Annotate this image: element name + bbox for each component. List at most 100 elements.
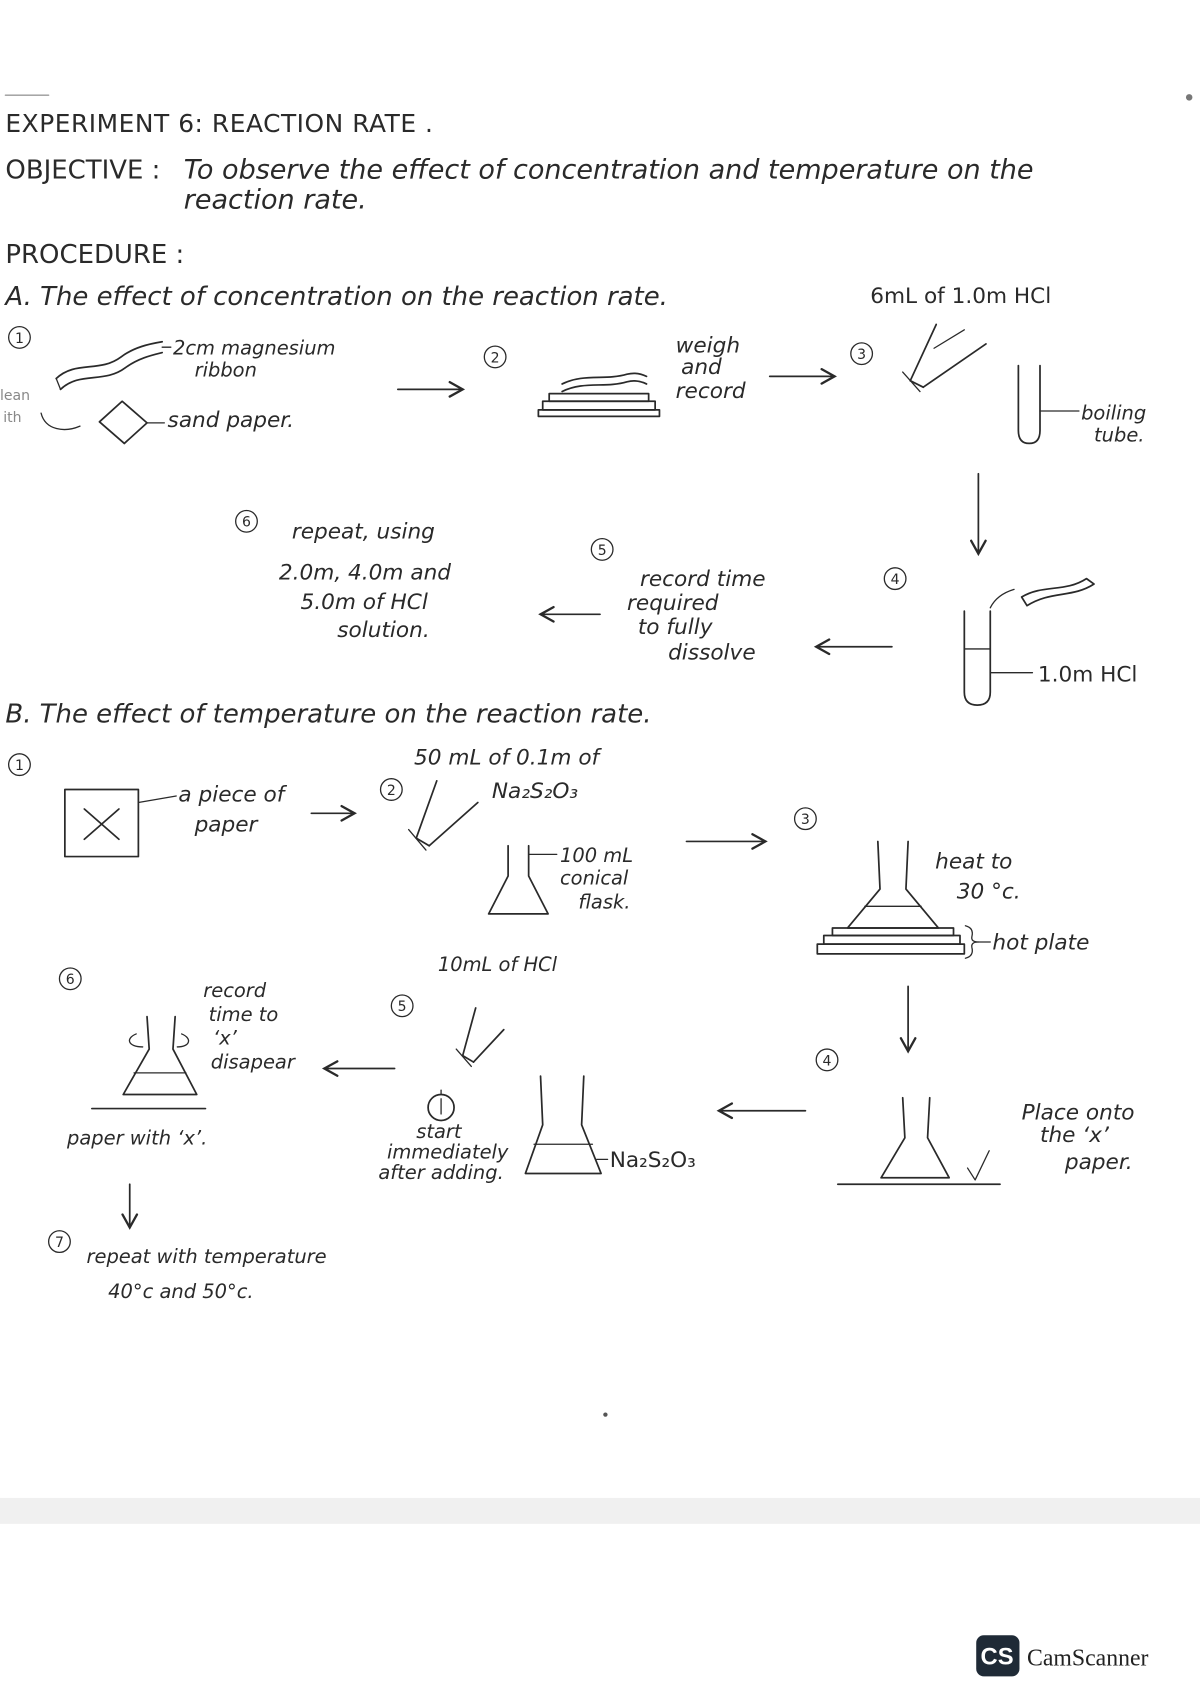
svg-text:1: 1	[15, 331, 24, 347]
step-number: 4	[815, 1048, 839, 1072]
record-label: ‘x’	[213, 1027, 238, 1050]
record-time-label: dissolve	[668, 641, 756, 666]
flask-on-hot-plate-drawing	[816, 840, 991, 959]
conical-flask-drawing	[524, 1075, 609, 1175]
weigh-label: record	[676, 379, 746, 404]
ribbon-label: ribbon	[195, 358, 257, 381]
balance-drawing	[537, 372, 661, 418]
part-b-heading: B. The effect of temperature on the reac…	[5, 699, 651, 729]
svg-text:6: 6	[242, 515, 251, 531]
svg-text:6: 6	[66, 972, 75, 988]
paper-with-x-drawing	[64, 788, 177, 858]
repeat-label: 2.0m, 4.0m and	[279, 561, 451, 586]
step-number: 6	[235, 509, 258, 533]
reagent-label: 6mL of 1.0m HCl	[870, 284, 1051, 309]
stopwatch-icon	[427, 1089, 455, 1122]
record-time-label: to fully	[638, 615, 714, 640]
flask-label: 100 mL	[560, 844, 633, 867]
clean-note: ith	[3, 410, 21, 426]
paper-label: a piece of	[178, 782, 287, 807]
procedure-label: PROCEDURE :	[5, 240, 184, 270]
record-label: time to	[209, 1003, 279, 1026]
record-time-label: required	[627, 591, 719, 616]
part-a-heading: A. The effect of concentration on the re…	[3, 282, 668, 312]
place-label: paper.	[1064, 1150, 1133, 1175]
objective-text-line: reaction rate.	[184, 185, 367, 216]
svg-text:5: 5	[398, 999, 407, 1015]
svg-text:4: 4	[891, 572, 900, 588]
step-number: 3	[850, 342, 874, 366]
record-label: record	[203, 979, 267, 1002]
objective-label: OBJECTIVE :	[5, 155, 160, 185]
place-label: the ‘x’	[1040, 1123, 1110, 1148]
hcl-tube-label: 1.0m HCl	[1038, 662, 1138, 687]
record-label: disapear	[211, 1051, 296, 1074]
camscanner-name: CamScanner	[1027, 1646, 1148, 1672]
flask-on-paper-drawing	[836, 1096, 1001, 1186]
step-number: 1	[8, 325, 31, 349]
step-number: 3	[793, 807, 817, 831]
page-title: EXPERIMENT 6: REACTION RATE .	[5, 109, 433, 138]
repeat-temperature-label: repeat with temperature	[86, 1245, 326, 1268]
step-number: 4	[883, 567, 907, 591]
hot-plate-label: hot plate	[992, 931, 1089, 956]
flask-label: flask.	[578, 890, 630, 913]
svg-text:1: 1	[15, 758, 24, 774]
weigh-label: and	[681, 355, 722, 380]
boiling-tube-label: tube.	[1094, 423, 1144, 446]
test-tube-drawing	[963, 577, 1095, 707]
reagent-label: 50 mL of 0.1m of	[414, 746, 602, 771]
camscanner-logo-text: CS	[981, 1643, 1014, 1670]
record-time-label: record time	[640, 567, 766, 592]
flask-content-label: Na₂S₂O₃	[610, 1148, 696, 1173]
start-label: immediately	[387, 1140, 509, 1163]
reagent-label: 10mL of HCl	[438, 953, 558, 976]
start-label: after adding.	[378, 1161, 503, 1184]
weigh-label: weigh	[676, 334, 740, 359]
camscanner-badge: CS CamScanner	[976, 1635, 1149, 1677]
place-label: Place onto	[1022, 1100, 1135, 1125]
svg-text:3: 3	[857, 347, 866, 363]
scan-speck	[603, 1412, 608, 1417]
measuring-cylinder-drawing	[902, 323, 987, 393]
repeat-label: 5.0m of HCl	[301, 590, 428, 615]
sand-paper-drawing	[98, 400, 165, 445]
boiling-tube-label: boiling	[1081, 402, 1146, 425]
flask-label: conical	[560, 867, 629, 890]
step-number: 6	[58, 967, 82, 991]
ribbon-label: 2cm magnesium	[173, 337, 336, 360]
measuring-cylinder-drawing	[455, 1007, 505, 1068]
curved-arrow-icon	[40, 412, 81, 431]
start-label: start	[416, 1120, 463, 1143]
flask-observation-drawing	[91, 1015, 207, 1110]
svg-text:2: 2	[491, 350, 500, 366]
step-number: 5	[590, 537, 614, 561]
scan-noise-band	[0, 1497, 1200, 1524]
paper-with-x-label: paper with ‘x’.	[66, 1126, 207, 1149]
step-number: 2	[483, 345, 507, 369]
scan-speck	[1185, 94, 1193, 101]
svg-text:4: 4	[823, 1053, 832, 1069]
heat-label: heat to	[935, 849, 1012, 874]
boiling-tube-drawing	[1017, 364, 1080, 445]
svg-text:3: 3	[801, 812, 810, 828]
reagent-label: Na₂S₂O₃	[492, 779, 578, 804]
step-number: 7	[48, 1230, 71, 1254]
repeat-temperature-label: 40°c and 50°c.	[108, 1280, 253, 1303]
repeat-label: solution.	[337, 618, 429, 643]
objective-text-line: To observe the effect of concentration a…	[184, 154, 1034, 185]
heat-label: 30 °c.	[957, 880, 1021, 905]
svg-text:7: 7	[55, 1235, 64, 1251]
sand-paper-label: sand paper.	[168, 408, 295, 433]
step-number: 1	[8, 753, 31, 777]
paper-label: paper	[194, 813, 259, 838]
measuring-cylinder-drawing	[408, 779, 479, 851]
step-number: 5	[390, 994, 414, 1018]
clean-note: lean	[0, 388, 30, 404]
svg-text:2: 2	[387, 783, 396, 799]
camscanner-logo-icon	[976, 1635, 1020, 1677]
conical-flask-drawing	[487, 844, 558, 915]
magnesium-ribbon-drawing	[55, 340, 172, 391]
repeat-label: repeat, using	[292, 520, 435, 545]
